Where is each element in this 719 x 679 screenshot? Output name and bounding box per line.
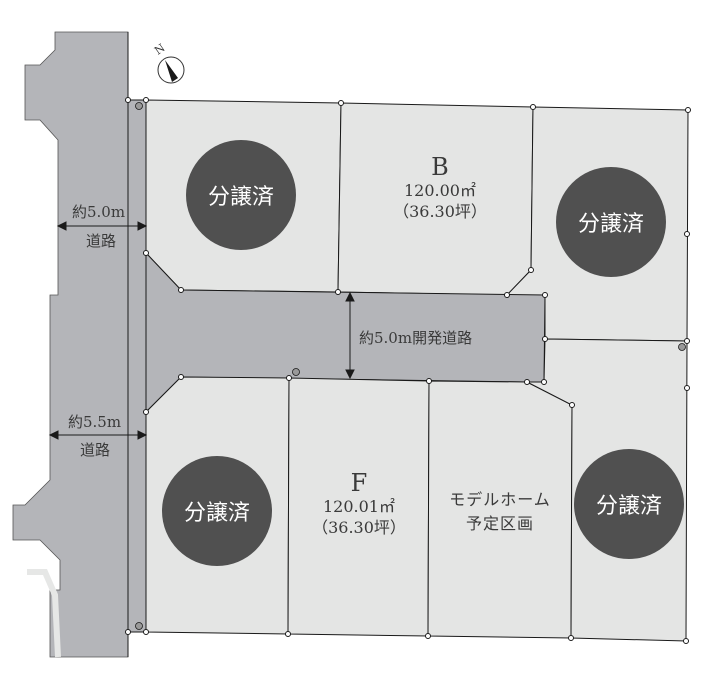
benchmark-icons [135,102,686,630]
main-road-lower-type: 道路 [80,441,111,459]
sold-badge-top-left: 分譲済 [186,140,296,250]
boundary-markers [125,97,691,644]
lot-b-area-m2: 120.00㎡ [404,181,476,200]
lot-f-area-tsubo: （36.30坪） [312,518,406,537]
lot-b-info: B 120.00㎡ （36.30坪） [385,154,495,222]
lot-f-info: F 120.01㎡ （36.30坪） [304,470,414,538]
public-road [12,31,129,658]
sold-badge-bottom-left: 分譲済 [162,456,272,566]
lot-b-letter: B [431,153,449,181]
main-road-lower-width: 約5.5m [68,413,122,431]
development-road-label: 約5.0m開発道路 [359,329,473,347]
lot-f-letter: F [350,469,368,497]
model-home-line2: 予定区画 [465,514,534,533]
lot-b-area-tsubo: （36.30坪） [393,202,487,221]
main-road-upper-width: 約5.0m [72,203,126,221]
model-home-line1: モデルホーム [449,490,551,509]
model-home-info: モデルホーム 予定区画 [432,488,568,536]
north-arrow-icon: N [152,41,185,84]
svg-text:N: N [152,41,168,57]
sold-badge-top-right: 分譲済 [556,167,666,277]
sold-badge-bottom-right: 分譲済 [574,449,684,559]
lot-f-area-m2: 120.01㎡ [323,497,395,516]
main-road-upper-type: 道路 [86,232,117,250]
road-strip [127,99,147,633]
